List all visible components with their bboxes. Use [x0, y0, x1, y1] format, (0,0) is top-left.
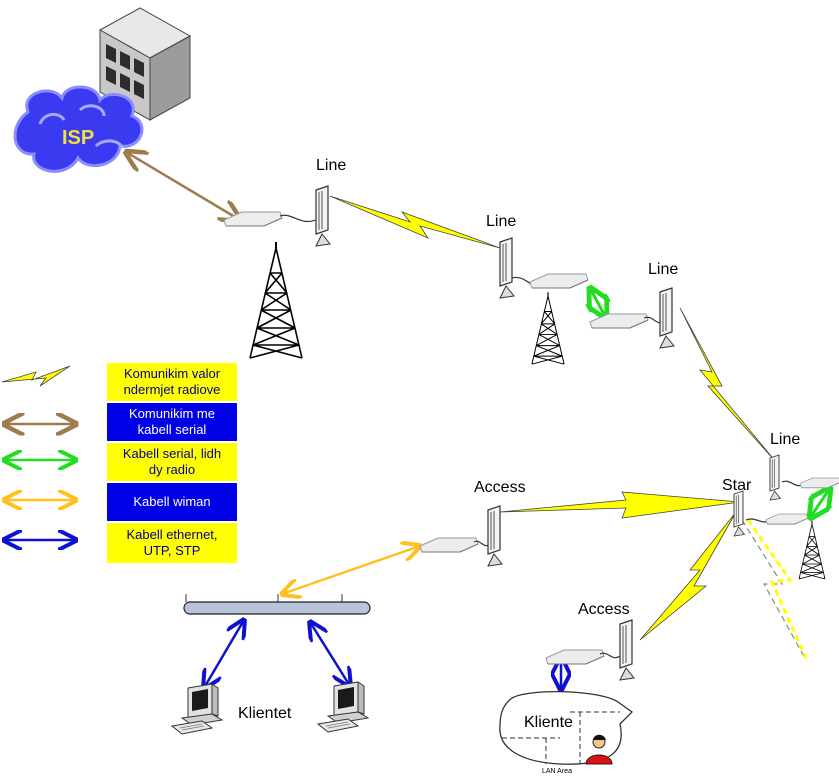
legend-item-radio-wave: Komunikim valor ndermjet radiove: [107, 363, 237, 401]
legend-wiman-line1: Kabell wiman: [133, 494, 211, 509]
line4-tower-icon: [798, 520, 826, 580]
kliente-label: Kliente: [524, 714, 573, 731]
radio-cable-line4-tower: [810, 488, 830, 518]
star-label: Star: [722, 477, 752, 494]
legend-item-ethernet: Kabell ethernet, UTP, STP: [107, 523, 237, 563]
isp-serial-cable: [126, 152, 240, 220]
line4-radio-icon: [799, 477, 839, 489]
ethernet-cable-client1: [204, 620, 244, 688]
line3-label: Line: [648, 261, 678, 278]
radio-link-star-access2: [639, 511, 737, 641]
radio-link-line1-line2: [329, 195, 501, 249]
legend-item-wiman: Kabell wiman: [107, 483, 237, 521]
line1-tower-icon: [249, 241, 303, 359]
star-antenna-icon: [733, 490, 745, 537]
isp-cloud-icon: [13, 85, 144, 173]
ethernet-cable-client2: [310, 622, 350, 686]
star-radio-icon: [765, 513, 809, 525]
access1-antenna-icon: [487, 505, 503, 567]
line2-radio-icon: [529, 273, 589, 289]
lan-area-label: LAN Area: [542, 768, 572, 775]
legend-serial-cable-line1: Komunikim me: [129, 406, 215, 421]
radio-link-line3-line4: [679, 307, 777, 463]
radio-cable-line2-line3: [590, 288, 606, 318]
legend-symbols: [1, 365, 76, 540]
access2-label: Access: [578, 601, 630, 618]
line4-label: Line: [770, 431, 800, 448]
access1-radio-icon: [419, 537, 479, 553]
legend-item-radio-serial: Kabell serial, lidh dy radio: [107, 443, 237, 481]
person-icon: [585, 734, 613, 765]
legend-radio-wave-line1: Komunikim valor: [123, 366, 221, 381]
line3-antenna-icon: [659, 287, 675, 349]
line1-radio-icon: [223, 211, 283, 227]
klientet-label: Klientet: [238, 705, 292, 722]
legend-ethernet-line2: UTP, STP: [143, 543, 201, 558]
line2-antenna-icon: [499, 237, 515, 299]
legend-ethernet-line1: Kabell ethernet,: [126, 527, 218, 542]
client2-computer-icon: [317, 681, 369, 733]
legend-radio-serial-line2: dy radio: [148, 462, 196, 477]
legend-item-serial-cable: Komunikim me kabell serial: [107, 403, 237, 441]
isp-label: ISP: [62, 127, 94, 149]
access2-antenna-icon: [619, 619, 635, 681]
line3-radio-icon: [589, 313, 649, 329]
ethernet-bus: [183, 594, 371, 615]
line2-label: Line: [486, 213, 516, 230]
line4-antenna-icon: [769, 454, 781, 501]
client1-computer-icon: [171, 683, 223, 735]
legend-radio-serial-line1: Kabell serial, lidh: [122, 446, 222, 461]
legend-lightning-icon: [1, 365, 71, 387]
line1-antenna-icon: [315, 185, 331, 247]
access2-radio-icon: [545, 649, 605, 665]
line2-tower-icon: [531, 291, 565, 365]
legend-radio-wave-line2: ndermjet radiove: [123, 382, 221, 397]
wiman-cable-access1-bus: [282, 546, 420, 594]
legend-serial-cable-line2: kabell serial: [137, 422, 207, 437]
radio-link-star-access1: [499, 491, 741, 519]
access1-label: Access: [474, 479, 526, 496]
line1-label: Line: [316, 157, 346, 174]
